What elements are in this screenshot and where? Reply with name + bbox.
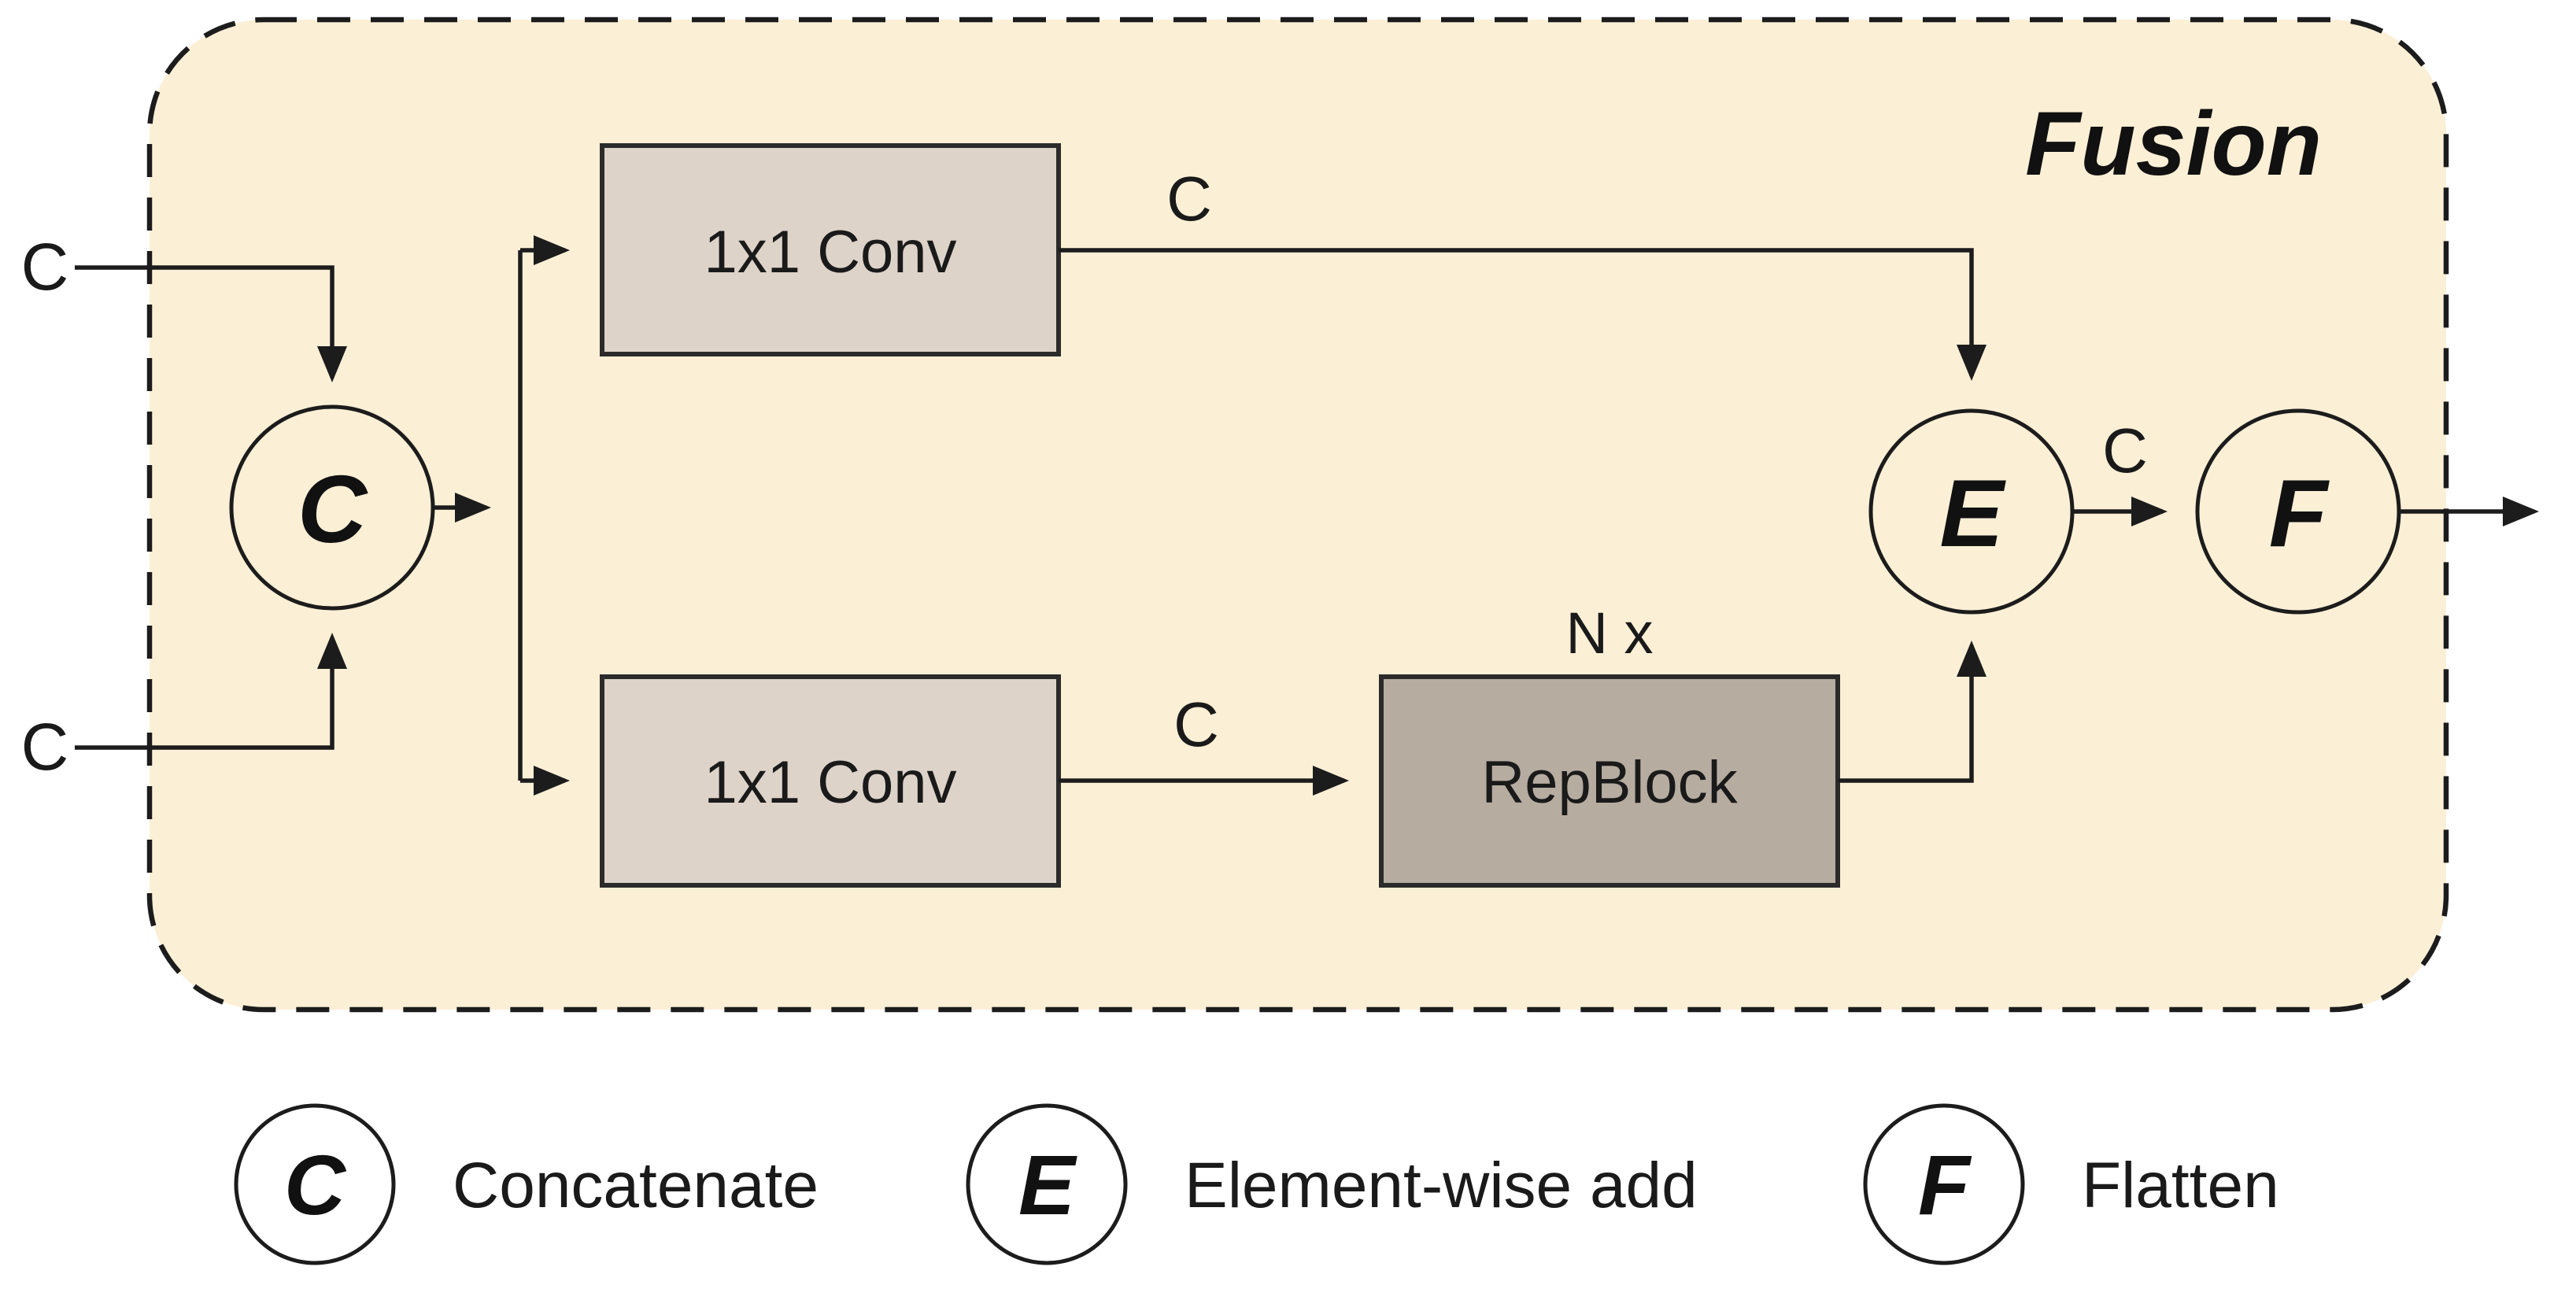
edge-conv-top-to-add	[1059, 248, 1987, 381]
edge-input-bottom	[75, 633, 347, 750]
input-top-label: C	[21, 230, 69, 304]
fusion-title: Fusion	[2025, 94, 2322, 194]
legend-item-elementwise-add: E Element-wise add	[966, 1103, 1698, 1265]
edge-label-conv-top-out: C	[1166, 164, 1212, 234]
legend-add-letter: E	[1018, 1137, 1077, 1232]
legend-concat-label: Concatenate	[453, 1150, 819, 1221]
legend-concat-letter: C	[284, 1137, 347, 1232]
legend-add-label: Element-wise add	[1185, 1150, 1698, 1221]
edge-input-top	[75, 265, 347, 382]
legend-flatten-circle	[1863, 1103, 2025, 1265]
conv-top-label: 1x1 Conv	[704, 219, 956, 286]
edge-label-conv-bottom-out: C	[1173, 689, 1219, 759]
edge-label-add-to-flatten: C	[2102, 415, 2148, 486]
repblock-label: RepBlock	[1481, 749, 1738, 816]
legend-item-flatten: F Flatten	[1863, 1103, 2279, 1265]
conv-bottom-label: 1x1 Conv	[704, 749, 956, 816]
concat-node	[229, 404, 435, 611]
conv-top-box	[600, 143, 1061, 356]
legend-flatten-letter: F	[1918, 1137, 1972, 1232]
edge-repblock-to-add	[1838, 641, 1987, 783]
add-node-letter: E	[1939, 460, 2006, 567]
repblock-repeat-label: N x	[1566, 600, 1654, 666]
flatten-node-letter: F	[2269, 460, 2330, 567]
legend-flatten-label: Flatten	[2082, 1150, 2279, 1221]
legend-concat-circle	[234, 1103, 396, 1265]
concat-node-letter: C	[298, 456, 368, 563]
legend: C Concatenate E Element-wise add F Flatt…	[234, 1103, 2279, 1265]
input-bottom-label: C	[21, 710, 69, 784]
legend-add-circle	[966, 1103, 1128, 1265]
legend-item-concatenate: C Concatenate	[234, 1103, 819, 1265]
repblock-box	[1379, 674, 1840, 888]
